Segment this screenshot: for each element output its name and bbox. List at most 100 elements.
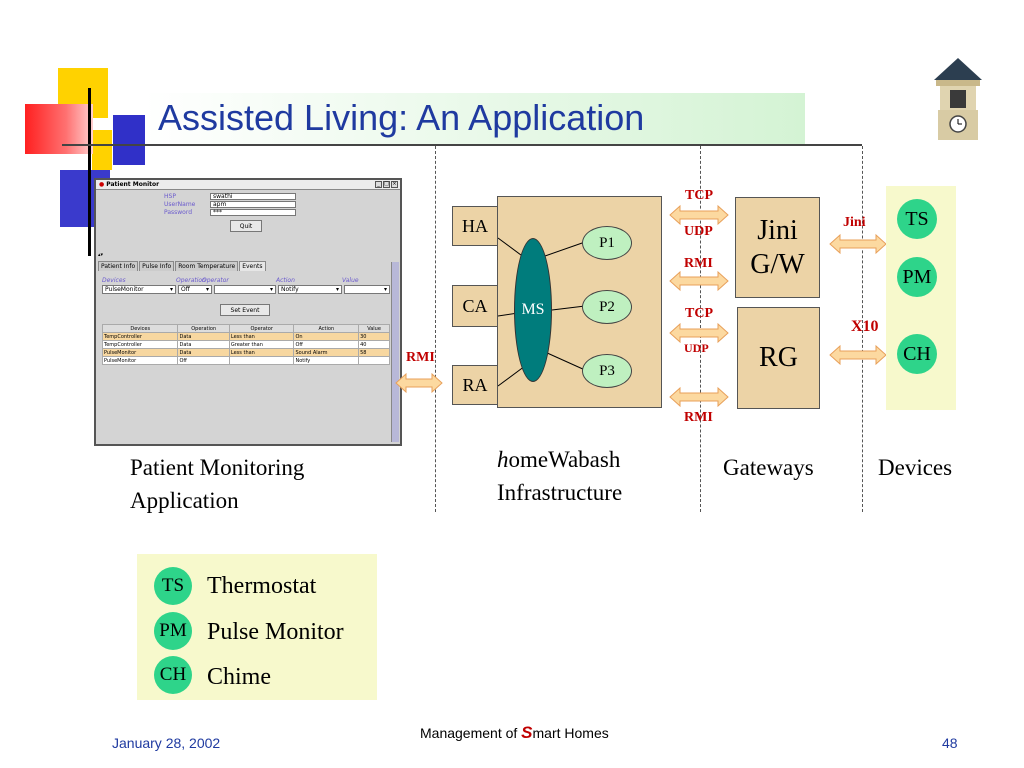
events-table: Devices Operation Operator Action Value …: [101, 324, 390, 365]
decor-yellow-strip: [92, 130, 112, 170]
double-arrow-icon: [829, 344, 887, 366]
tab-patient-info[interactable]: Patient Info: [98, 261, 139, 271]
footer-page-number: 48: [942, 735, 958, 751]
jini-gateway-box: Jini G/W: [735, 197, 820, 298]
tab-bar: Patient Info Pulse Info Room Temperature…: [98, 261, 267, 271]
tcp-label: TCP: [685, 306, 713, 321]
tcp-label: TCP: [685, 188, 713, 203]
legend-ts-badge: TS: [154, 567, 192, 605]
tab-events[interactable]: Events: [239, 261, 266, 271]
double-arrow-icon: [829, 233, 887, 255]
infra-caption: homeWabash Infrastructure: [497, 443, 622, 509]
action-header: Action: [276, 277, 295, 284]
table-cell: Data: [177, 340, 230, 349]
operator-select[interactable]: [214, 285, 276, 294]
table-header-row: Devices Operation Operator Action Value: [101, 324, 390, 333]
table-header-cell: Devices: [101, 324, 179, 333]
footer-date: January 28, 2002: [112, 735, 221, 751]
table-cell: Off: [293, 340, 360, 349]
table-header-cell: Value: [358, 324, 390, 333]
tab-room-temperature[interactable]: Room Temperature: [175, 261, 239, 271]
table-cell: On: [293, 332, 360, 341]
double-arrow-icon: [669, 386, 729, 408]
legend-pm-label: Pulse Monitor: [207, 619, 344, 645]
footer-center-prefix: Management of: [420, 725, 522, 741]
table-cell: TempController: [101, 340, 179, 349]
event-form-header: Devices Operation Operator Action Value: [102, 277, 382, 284]
double-arrow-icon: [669, 322, 729, 344]
maximize-icon[interactable]: □: [383, 181, 390, 188]
ts-device: TS: [897, 199, 937, 239]
devices-caption: Devices: [878, 455, 953, 480]
title-band: [145, 93, 805, 144]
table-row[interactable]: TempController Data Greater than Off 40: [101, 340, 390, 349]
tab-pulse-info[interactable]: Pulse Info: [139, 261, 175, 271]
set-event-button[interactable]: Set Event: [220, 304, 270, 316]
footer-center: Management of Smart Homes: [420, 723, 609, 743]
devices-header: Devices: [102, 277, 126, 284]
close-icon[interactable]: ×: [391, 181, 398, 188]
clock-tower-logo-icon: [920, 54, 996, 144]
patient-monitor-window: ● Patient Monitor _ □ × HSP swathi UserN…: [94, 178, 402, 446]
operation-select[interactable]: Off: [178, 285, 212, 294]
action-select[interactable]: Notify: [278, 285, 342, 294]
p1-node: P1: [582, 226, 632, 260]
footer-center-suffix: mart Homes: [532, 725, 609, 741]
patient-app-caption-line2: Application: [130, 488, 239, 513]
table-cell: TempController: [101, 332, 179, 341]
table-row[interactable]: PulseMonitor Data Less than Sound Alarm …: [101, 348, 390, 357]
minimize-icon[interactable]: _: [375, 181, 382, 188]
rmi-label: RMI: [684, 256, 713, 271]
password-field[interactable]: ***: [210, 209, 296, 216]
legend-ch-badge: CH: [154, 656, 192, 694]
title-underline: [62, 144, 862, 146]
password-row: Password ***: [164, 209, 296, 216]
operator-header: Operator: [202, 277, 229, 284]
decor-blue-square: [113, 115, 145, 165]
divider-line: [862, 146, 863, 512]
table-cell: 30: [358, 332, 390, 341]
footer-center-s: S: [521, 723, 533, 742]
table-cell: Greater than: [228, 340, 295, 349]
slide-title: Assisted Living: An Application: [158, 97, 645, 138]
vertical-scrollbar[interactable]: [391, 262, 399, 442]
x10-protocol-label: X10: [851, 318, 879, 335]
quit-button[interactable]: Quit: [230, 220, 262, 232]
infra-caption-rest: omeWabash: [508, 447, 621, 472]
infra-caption-h: h: [497, 447, 509, 472]
patient-app-caption: Patient Monitoring Application: [130, 451, 304, 517]
window-title: Patient Monitor: [106, 181, 160, 188]
infra-caption-line1: homeWabash: [497, 443, 622, 476]
ha-node: HA: [452, 206, 498, 246]
ra-node: RA: [452, 365, 498, 405]
window-titlebar: ● Patient Monitor: [96, 180, 400, 190]
device-select[interactable]: PulseMonitor: [102, 285, 176, 294]
table-header-cell: Action: [293, 324, 360, 333]
splitter-arrows-icon[interactable]: ▴▾: [98, 252, 104, 258]
ca-node: CA: [452, 285, 498, 327]
double-arrow-icon: [395, 372, 443, 394]
p3-node: P3: [582, 354, 632, 388]
decor-red-square: [25, 104, 93, 154]
jini-protocol-label: Jini: [843, 215, 866, 230]
app-icon: ●: [99, 181, 105, 188]
ch-device: CH: [897, 334, 937, 374]
table-cell: 40: [358, 340, 390, 349]
hsp-field[interactable]: swathi: [210, 193, 296, 200]
table-cell: PulseMonitor: [101, 356, 179, 365]
password-label: Password: [164, 209, 193, 216]
infra-caption-line2: Infrastructure: [497, 480, 623, 505]
table-cell: Less than: [228, 348, 295, 357]
rg-box: RG: [737, 307, 820, 409]
table-row[interactable]: PulseMonitor Off Notify: [101, 356, 390, 365]
operation-header: Operation: [176, 277, 206, 284]
value-header: Value: [342, 277, 359, 284]
connector-lines: [497, 237, 586, 387]
value-input[interactable]: [344, 285, 390, 294]
decor-vertical-line: [88, 88, 91, 256]
table-row[interactable]: TempController Data Less than On 30: [101, 332, 390, 341]
table-cell: 58: [358, 348, 390, 357]
rmi-label: RMI: [684, 410, 713, 425]
table-cell: Sound Alarm: [293, 348, 360, 357]
username-field[interactable]: apm: [210, 201, 296, 208]
